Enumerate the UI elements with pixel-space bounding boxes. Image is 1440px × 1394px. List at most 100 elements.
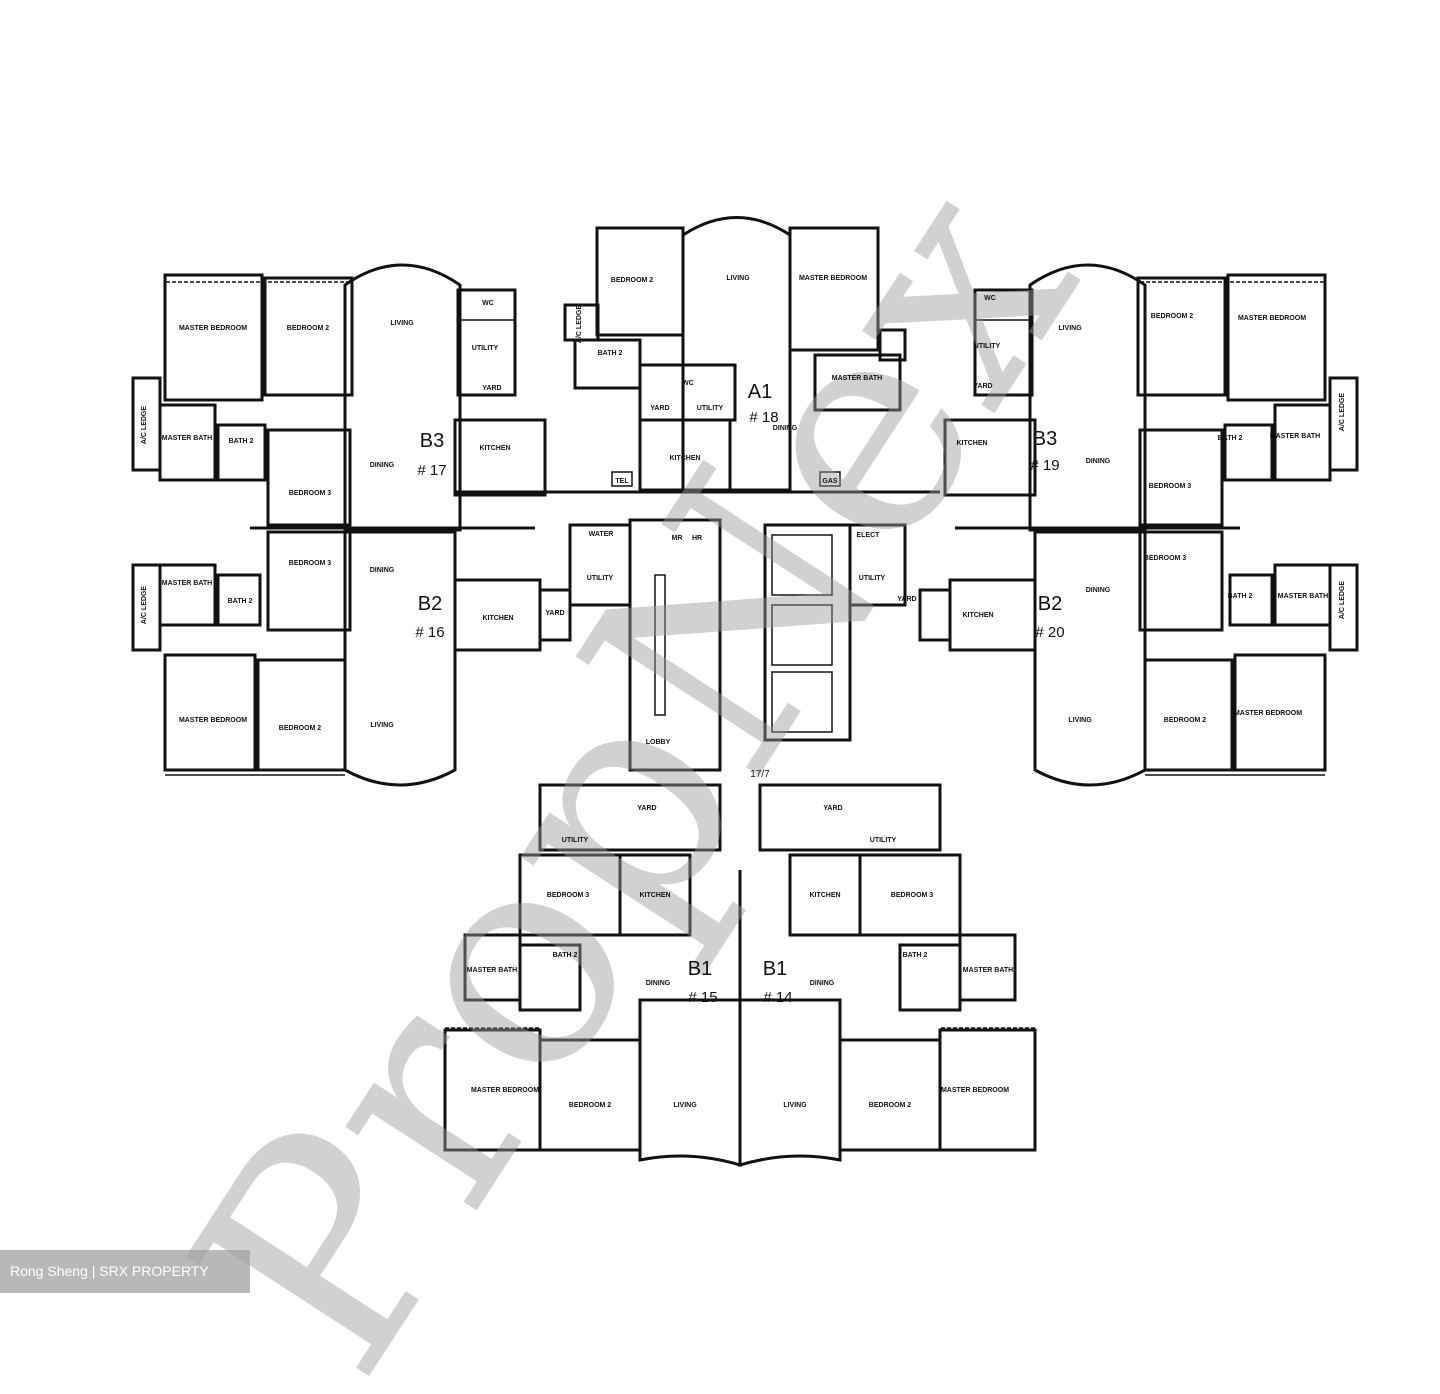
room-label: YARD	[545, 610, 564, 617]
unit-b1-14: UTILITY YARD BEDROOM 3 KITCHEN MASTER BA…	[763, 805, 1013, 1109]
room-label: BEDROOM 2	[279, 725, 322, 732]
core: WATER MR HR ELECT LOBBY 17/7	[589, 531, 881, 780]
room-label: MASTER BEDROOM	[471, 1087, 539, 1094]
room-label: BEDROOM 3	[891, 892, 934, 899]
room-label: BEDROOM 3	[289, 560, 332, 567]
room-label: DINING	[370, 462, 395, 469]
unit-code: B2	[418, 593, 442, 615]
room-label: DINING	[370, 567, 395, 574]
room-label: LIVING	[1058, 325, 1082, 332]
room-label: KITCHEN	[669, 455, 700, 462]
room-label: BATH 2	[553, 952, 578, 959]
room-label: BATH 2	[228, 598, 253, 605]
room-label: WC	[482, 300, 494, 307]
unit-number: # 19	[1030, 457, 1059, 474]
room-label: TEL	[615, 478, 629, 485]
unit-number: # 18	[749, 409, 778, 426]
room-label: LIVING	[726, 275, 750, 282]
room-label: BEDROOM 3	[1144, 555, 1187, 562]
room-label: A/C LEDGE	[141, 406, 148, 444]
unit-number: # 20	[1035, 624, 1064, 641]
room-label: MASTER BEDROOM	[941, 1087, 1009, 1094]
room-label: UTILITY	[472, 345, 499, 352]
room-label: YARD	[650, 405, 669, 412]
room-label: KITCHEN	[479, 445, 510, 452]
room-label: BATH 2	[1228, 593, 1253, 600]
unit-code: B2	[1038, 593, 1062, 615]
unit-code: B3	[420, 430, 444, 452]
room-label: YARD	[973, 383, 992, 390]
room-label: A/C LEDGE	[1339, 581, 1346, 619]
room-label: BATH 2	[903, 952, 928, 959]
room-label: KITCHEN	[956, 440, 987, 447]
room-label: MASTER BATH	[162, 435, 212, 442]
room-label: LIVING	[673, 1102, 697, 1109]
watermark-logo: PropNex	[127, 126, 1143, 1394]
room-label: LIVING	[1068, 717, 1092, 724]
room-label: GAS	[822, 478, 838, 485]
room-label: UTILITY	[697, 405, 724, 412]
room-label: A/C LEDGE	[576, 305, 583, 343]
room-label: DINING	[646, 980, 671, 987]
room-label: MASTER BEDROOM	[1234, 710, 1302, 717]
core-walls	[568, 518, 907, 772]
room-label: DINING	[1086, 458, 1111, 465]
unit-b1-15: UTILITY YARD BEDROOM 3 KITCHEN MASTER BA…	[467, 805, 718, 1109]
level-label: 17/7	[750, 769, 770, 780]
room-label: A/C LEDGE	[1339, 393, 1346, 431]
room-label: DINING	[1086, 587, 1111, 594]
room-label: BATH 2	[598, 350, 623, 357]
room-label: MASTER BATH	[1270, 433, 1320, 440]
room-label: BATH 2	[229, 438, 254, 445]
unit-b2-20-walls	[918, 530, 1359, 787]
room-label: MASTER BEDROOM	[1238, 315, 1306, 322]
room-label: DINING	[773, 425, 798, 432]
room-label: LIVING	[390, 320, 414, 327]
unit-code: B3	[1033, 428, 1057, 450]
unit-code: B1	[763, 958, 787, 980]
room-label: BEDROOM 3	[1149, 483, 1192, 490]
room-label: MASTER BATH	[832, 375, 882, 382]
room-label: UTILITY	[974, 343, 1001, 350]
room-label: BEDROOM 3	[547, 892, 590, 899]
room-label: MASTER BEDROOM	[799, 275, 867, 282]
room-label: WC	[984, 295, 996, 302]
room-label: YARD	[482, 385, 501, 392]
room-label: A/C LEDGE	[141, 586, 148, 624]
room-label: MASTER BEDROOM	[179, 325, 247, 332]
room-label: BEDROOM 2	[869, 1102, 912, 1109]
unit-b2-20: BEDROOM 3 A/C LEDGE MASTER BATH BATH 2 D…	[859, 555, 1346, 724]
unit-b3-19: MASTER BEDROOM BEDROOM 2 LIVING WC UTILI…	[956, 295, 1346, 490]
elect-label: ELECT	[857, 532, 881, 539]
unit-number: # 15	[688, 989, 717, 1006]
room-label: YARD	[897, 596, 916, 603]
room-label: KITCHEN	[809, 892, 840, 899]
room-label: YARD	[637, 805, 656, 812]
unit-code: B1	[688, 958, 712, 980]
room-label: KITCHEN	[482, 615, 513, 622]
room-label: MASTER BATH	[162, 580, 212, 587]
unit-b3-17: MASTER BEDROOM BEDROOM 2 LIVING WC UTILI…	[141, 300, 511, 497]
unit-number: # 17	[417, 462, 446, 479]
photo-credit: Rong Sheng | SRX PROPERTY	[0, 1250, 250, 1293]
room-label: MASTER BATH	[467, 967, 517, 974]
room-label: YARD	[823, 805, 842, 812]
hr-label: HR	[692, 535, 702, 542]
room-label: BEDROOM 2	[1164, 717, 1207, 724]
room-label: BEDROOM 2	[1151, 313, 1194, 320]
room-label: UTILITY	[870, 837, 897, 844]
room-label: UTILITY	[562, 837, 589, 844]
room-label: KITCHEN	[962, 612, 993, 619]
room-label: BATH 2	[1218, 435, 1243, 442]
water-meter-label: WATER	[589, 531, 614, 538]
room-label: UTILITY	[587, 575, 614, 582]
room-label: KITCHEN	[639, 892, 670, 899]
unit-a1-18: BEDROOM 2 LIVING MASTER BEDROOM A/C LEDG…	[576, 275, 882, 485]
mr-label: MR	[672, 535, 683, 542]
room-label: DINING	[810, 980, 835, 987]
room-label: BEDROOM 3	[289, 490, 332, 497]
unit-b2-16: BEDROOM 3 A/C LEDGE MASTER BATH BATH 2 D…	[141, 560, 614, 732]
room-label: MASTER BATH	[1278, 593, 1328, 600]
lobby-label: LOBBY	[646, 739, 671, 746]
